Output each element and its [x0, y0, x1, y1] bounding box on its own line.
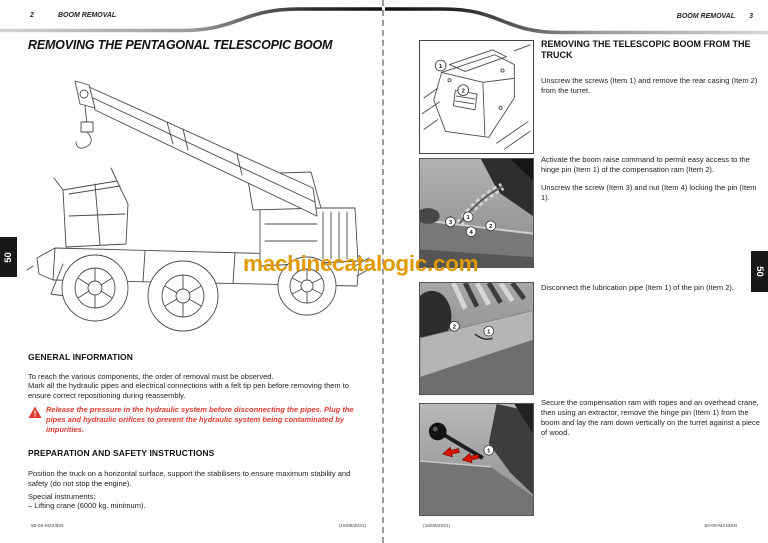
section-tab-right: 50 [751, 251, 768, 292]
warning-text: Release the pressure in the hydraulic sy… [46, 405, 354, 434]
callout-2: 2 [489, 224, 493, 230]
page-right: BOOM REMOVAL 3 REMOVING THE TELESCOPIC B… [385, 0, 768, 543]
step-1-text: Unscrew the screws (Item 1) and remove t… [541, 76, 758, 95]
callout-2: 2 [462, 88, 466, 94]
general-info-heading: GENERAL INFORMATION [28, 352, 133, 362]
callout-1: 1 [467, 215, 471, 221]
prep-p1: Position the truck on a horizontal surfa… [28, 469, 351, 488]
section-tab-label: 50 [2, 251, 14, 263]
general-info-p2: Mark all the hydraulic pipes and electri… [28, 381, 350, 400]
callout-3: 3 [449, 220, 453, 226]
figure-lubrication-pipe: 2 1 [419, 282, 534, 395]
special-instruments-item: – Lifting crane (6000 kg. minimum). [28, 501, 146, 510]
prep-heading: PREPARATION AND SAFETY INSTRUCTIONS [28, 448, 215, 458]
step-3-text: Disconnect the lubrication pipe (Item 1)… [541, 283, 735, 292]
telehandler-drawing [26, 80, 372, 332]
running-header-left: BOOM REMOVAL [58, 12, 117, 19]
header-swoosh-left [0, 7, 382, 33]
watermark-text: machinecatalogic.com [243, 251, 479, 276]
doc-code-left: 50-06-M233EN [31, 524, 64, 529]
callout-2: 2 [453, 324, 457, 330]
step-4-text: Secure the compensation ram with ropes a… [541, 398, 760, 437]
doc-date-left: (16/06/2021) [338, 524, 366, 529]
callout-1: 1 [487, 448, 491, 454]
figure-hinge-pin-extractor: 1 [419, 403, 534, 516]
page-title-right: REMOVING THE TELESCOPIC BOOM FROM THE TR… [541, 39, 751, 61]
section-tab-left: 50 [0, 237, 17, 277]
callout-1: 1 [487, 329, 491, 335]
general-info-p1: To reach the various components, the ord… [28, 372, 274, 381]
page-gutter-divider [382, 0, 384, 543]
section-tab-label: 50 [753, 266, 765, 277]
page-number-right: 3 [749, 13, 753, 20]
page-title-left: REMOVING THE PENTAGONAL TELESCOPIC BOOM [28, 38, 333, 52]
callout-1: 1 [439, 64, 443, 70]
special-instruments-label: Special instruments: [28, 492, 96, 501]
doc-date-right: (16/06/2021) [423, 524, 451, 529]
step-2-text-continued: Unscrew the screw (Item 3) and nut (Item… [541, 183, 757, 202]
page-left: 2 BOOM REMOVAL REMOVING THE PENTAGONAL T… [0, 0, 382, 543]
figure-rear-casing: 1 2 [419, 40, 534, 154]
callout-4: 4 [469, 230, 473, 236]
running-header-right: BOOM REMOVAL [676, 13, 735, 20]
page-number-left: 2 [30, 12, 34, 19]
doc-code-right: 50-06-M233EN [704, 524, 737, 529]
warning-icon: ! [28, 406, 42, 418]
step-2-text: Activate the boom raise command to permi… [541, 155, 750, 174]
svg-text:!: ! [34, 408, 37, 418]
figure-compensation-ram: 1 2 3 4 [419, 158, 534, 268]
header-swoosh-right [385, 7, 768, 35]
